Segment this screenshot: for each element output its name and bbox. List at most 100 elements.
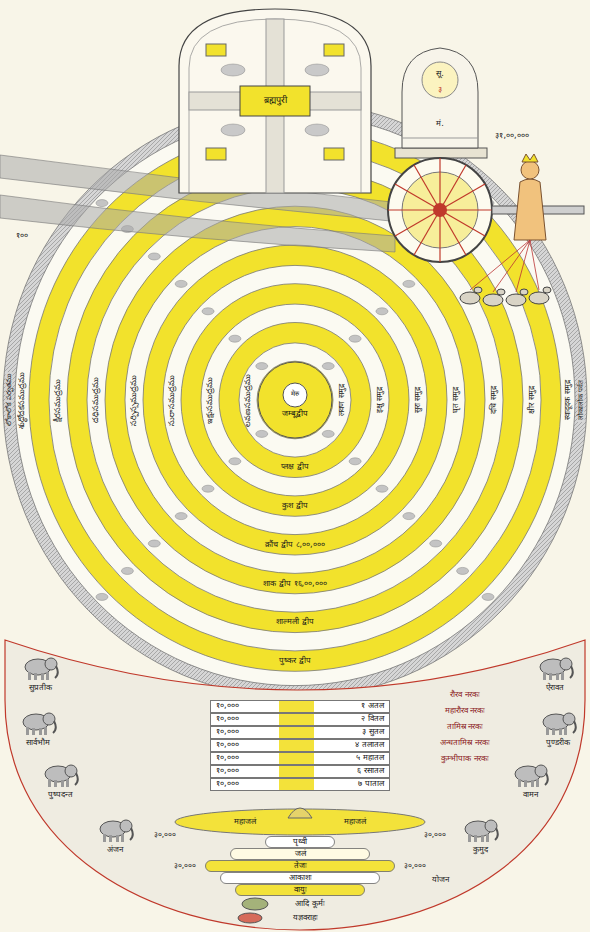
cloud-mark — [349, 335, 361, 342]
sun-chariot — [493, 240, 530, 292]
cloud-mark — [349, 458, 361, 465]
node-text: १०,००० — [216, 741, 239, 750]
ocean-name: क्षीर समुद्र — [528, 386, 537, 414]
nether-row: १०,०००७ पाताल — [210, 778, 390, 791]
island-name: प्लक्ष द्वीप — [281, 463, 309, 472]
sun-chariot — [529, 292, 549, 304]
sun-chariot — [497, 289, 505, 295]
sun-chariot — [422, 62, 458, 98]
island-name: पुष्कर द्वीप — [279, 657, 311, 666]
callout-number: ३ — [438, 86, 442, 95]
node-text: ५ महातल — [356, 754, 384, 763]
cloud-mark — [175, 513, 187, 520]
cloud-mark — [376, 485, 388, 492]
sun-chariot — [395, 148, 487, 158]
ocean-name: సర్పిస్సముద్రము — [130, 375, 139, 426]
ring-bands — [239, 343, 351, 457]
ring-bands — [257, 361, 333, 439]
nether-row: १०,००० २ वितल — [210, 713, 390, 726]
sun-mark: मं. — [436, 120, 444, 129]
cloud-mark — [229, 458, 241, 465]
sun-chariot — [395, 184, 485, 236]
sun-chariot — [460, 287, 551, 306]
node-text: ब्रह्मपुरी — [264, 96, 287, 106]
island-name: कुश द्वीप — [282, 502, 308, 511]
sun-chariot — [530, 240, 539, 290]
sun-chariot — [388, 48, 584, 306]
sun-chariot — [543, 287, 551, 293]
island-name: शाक द्वीप १६,००,००० — [263, 579, 326, 588]
element-band: आकाशः — [220, 872, 380, 884]
cloud-mark — [229, 335, 241, 342]
ocean-name: इक्षु समुद्र — [376, 387, 385, 414]
ocean-name: శుద్ధోదకసముద్రము — [18, 372, 27, 429]
ocean-name: स्वादूदक समुद्र — [564, 380, 573, 420]
dimension: ३०,००० — [404, 862, 426, 870]
node-text: मेरु — [291, 391, 299, 399]
cloud-mark — [202, 485, 214, 492]
city-square — [206, 44, 226, 56]
ring-bands — [105, 206, 485, 594]
hell-name: महारौरव नरकः — [445, 707, 486, 716]
ocean-name: సురాసముద్రము — [168, 375, 177, 426]
node-text: १ अतल — [361, 702, 384, 711]
node-text: ३ सुतल — [362, 728, 384, 737]
cloud-mark — [202, 308, 214, 315]
ocean-name: लोकालोक पर्वत — [578, 378, 585, 422]
sun-chariot — [402, 48, 478, 148]
cloud-mark — [221, 124, 245, 136]
sun-mark: सू. — [436, 70, 444, 79]
hell-name: तामिस्र नरकः — [447, 723, 484, 732]
element-band: जलं — [230, 848, 370, 860]
ecliptic-bands — [0, 195, 395, 252]
node-text: २ वितल — [361, 715, 384, 724]
node-text: १०,००० — [216, 702, 239, 711]
water-name: महाजलं — [344, 818, 366, 827]
sun-chariot — [516, 240, 530, 292]
band-outline — [221, 873, 380, 884]
dimension: १०० — [16, 232, 28, 241]
elephant-figure — [465, 820, 498, 842]
cloud-mark — [221, 64, 245, 76]
cloud-mark — [121, 567, 133, 574]
island-name: क्रौंच द्वीप ८,००,००० — [265, 540, 324, 549]
boar-name: यज्ञवराहः — [293, 914, 318, 923]
ocean-name: दधि समुद्र — [490, 386, 499, 414]
ocean-name: క్షీరసముద్రము — [54, 379, 63, 422]
sun-chariot — [402, 138, 478, 139]
cloud-mark — [256, 430, 268, 437]
heaven-outline — [179, 9, 371, 193]
node-text: पृथ्वी — [293, 838, 307, 847]
elephant-name: सुप्रतीक — [29, 684, 52, 693]
city-square — [324, 44, 344, 56]
unit-label: योजन — [432, 876, 449, 885]
node-text: ४ तलातल — [355, 741, 384, 750]
nether-row: १०,०००३ सुतल — [210, 726, 390, 739]
cloud-mark — [430, 540, 442, 547]
node-text: १०,००० — [216, 767, 239, 776]
nether-bowl — [175, 809, 425, 835]
sun-chariot — [414, 165, 466, 255]
node-text: १०,००० — [216, 780, 239, 789]
sun-chariot — [470, 240, 539, 292]
ring-bands — [143, 245, 447, 555]
element-band: पृथ्वी — [265, 836, 335, 848]
node-text: १०,००० — [216, 715, 239, 724]
cloud-mark — [322, 363, 334, 370]
sun-chariot — [474, 287, 482, 293]
ring-bands — [125, 227, 465, 574]
elephant-figure — [45, 765, 78, 787]
dimension: ३१,००,००० — [495, 132, 528, 141]
ocean-name: దధిసముద్రము — [92, 377, 101, 423]
node-text: १०,००० — [216, 754, 239, 763]
elephant-name: पुष्पदन्त — [48, 791, 73, 800]
city-square — [206, 148, 226, 160]
ocean-name: सुरा समुद्र — [414, 387, 423, 414]
ring-bands — [163, 265, 427, 534]
elephant-figure — [25, 658, 58, 680]
cloud-mark — [148, 540, 160, 547]
nether-row: १०,००० ५ महातल — [210, 752, 390, 765]
cloud-mark — [482, 593, 494, 600]
cloud-mark — [305, 64, 329, 76]
ocean-name: లవణసముద్రము — [244, 374, 253, 427]
